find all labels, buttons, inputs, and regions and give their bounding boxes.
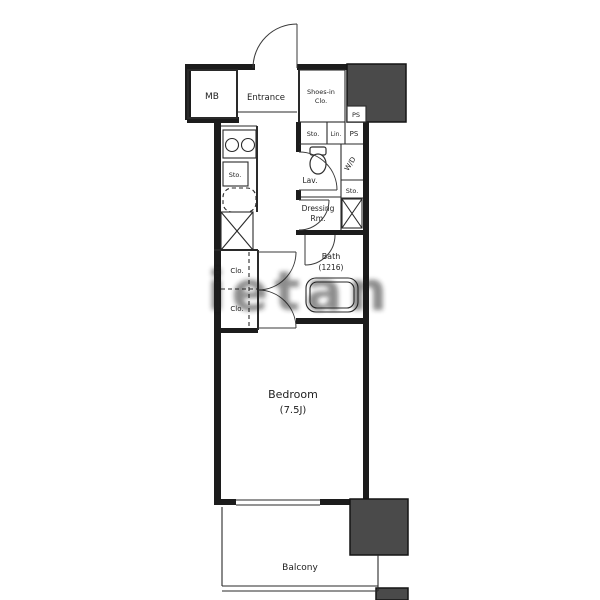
bathtub-inner-line	[309, 281, 355, 309]
stove-icon	[222, 129, 257, 159]
wall-top-left	[185, 64, 255, 70]
wd-label: W/D	[343, 156, 358, 173]
mb-box	[187, 69, 238, 119]
structure-block-bottom-corner	[375, 587, 409, 600]
wall-mb-bottom	[187, 117, 239, 123]
kitchen-counter-dashed	[222, 187, 257, 213]
ps-upper-label: PS	[352, 111, 360, 119]
closet-lower-label: Clo.	[230, 305, 243, 313]
wall-bedroom-bottom-right	[320, 499, 369, 505]
washer-pan-cross	[341, 198, 363, 229]
wall-corridor-upper	[296, 122, 301, 152]
wall-corridor-pier	[296, 190, 301, 200]
mb-label: MB	[205, 92, 219, 102]
shoes-closet-label-1: Shoes-in	[307, 88, 335, 96]
lav-label: Lav.	[302, 176, 317, 185]
entrance-door-arc	[252, 23, 298, 69]
sto-fixture-row-label: Sto.	[307, 130, 320, 138]
sto-right-label: Sto.	[346, 187, 359, 195]
washer-pan-box	[341, 198, 363, 229]
stove-burner-left-icon	[224, 137, 240, 153]
bedroom-label-1: Bedroom	[268, 388, 318, 401]
bath-label-1: Bath	[322, 252, 341, 261]
wall-bath-bottom	[296, 318, 369, 324]
lav-door-arc	[298, 151, 338, 191]
lin-label: Lin.	[331, 131, 342, 138]
bathtub-icon	[305, 277, 359, 313]
wall-right	[363, 122, 369, 505]
kitchen-sto-box	[222, 161, 249, 187]
structure-block-bottom-right	[349, 498, 409, 556]
stove-burner-right-icon	[240, 137, 256, 153]
closet-door-arc-bottom	[257, 289, 297, 329]
kitchen-sto-label: Sto.	[229, 171, 242, 179]
closet-upper-label: Clo.	[230, 267, 243, 275]
shoes-closet-outline	[298, 69, 346, 123]
bedroom-label-2: (7.5J)	[280, 405, 307, 416]
toilet-bowl-icon	[309, 153, 327, 175]
shoes-closet-label-2: Clo.	[315, 97, 327, 105]
wall-top-mid	[297, 64, 349, 70]
watermark-text: ietan	[207, 260, 393, 323]
fridge-space-cross	[220, 211, 254, 251]
entrance-label: Entrance	[247, 93, 285, 103]
wall-bath-top	[296, 230, 369, 235]
closet-door-arc-top	[257, 251, 297, 291]
bath-label-2: (1216)	[319, 263, 344, 272]
wall-bedroom-bottom-left	[214, 499, 236, 505]
ps-upper-box	[346, 105, 367, 123]
dressing-label-1: Dressing	[302, 204, 335, 213]
balcony-label: Balcony	[282, 563, 318, 573]
wall-closet-bottom	[214, 328, 258, 333]
ps-lower-label: PS	[350, 130, 359, 138]
dressing-label-2: Rm.	[311, 214, 326, 223]
dressing-door-arc	[298, 199, 330, 231]
bath-door-arc	[304, 234, 336, 266]
wall-left	[214, 120, 221, 505]
